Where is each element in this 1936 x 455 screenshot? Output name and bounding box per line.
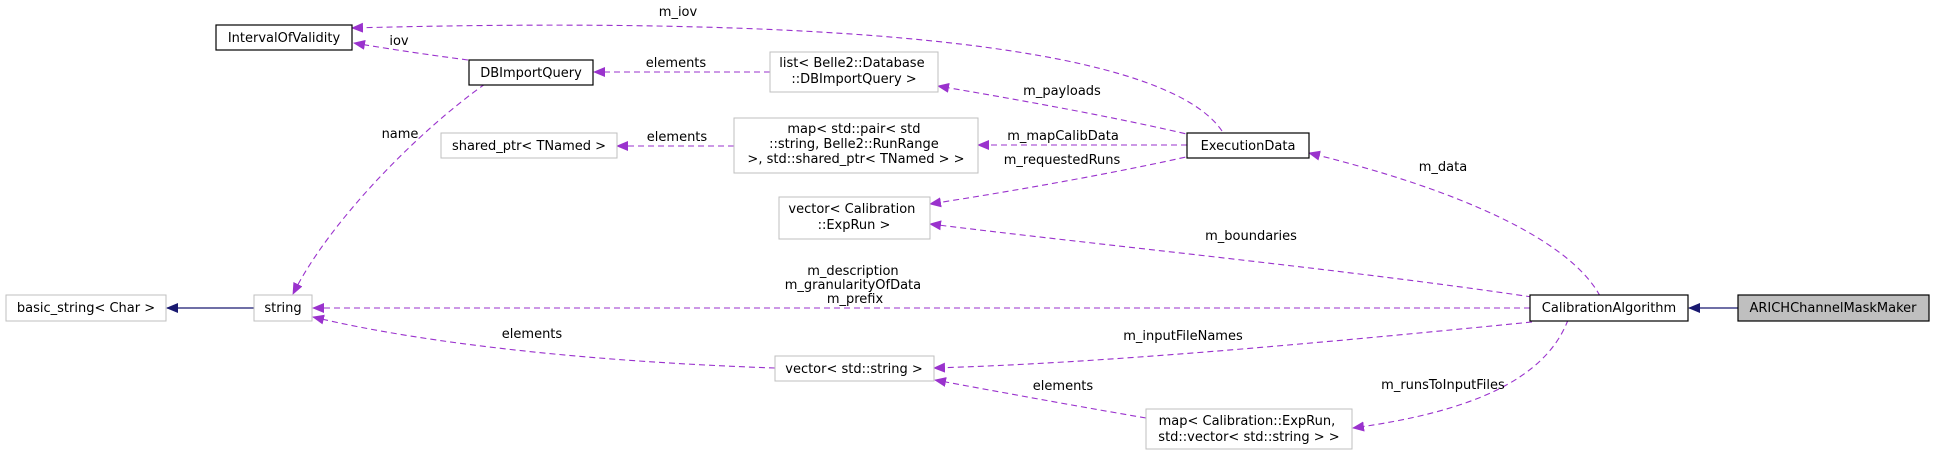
edge-label-m-input-file-names: m_inputFileNames (1123, 329, 1243, 344)
edge-label-name: name (382, 127, 419, 142)
svg-text:vector< Calibration ::: vector< Calibration ::ExpRun > (788, 202, 919, 233)
node-map-pair-string-runrange[interactable]: map< std::pair< std ::string, Belle2::Ru… (733, 117, 979, 174)
node-list-db-import-query[interactable]: list< Belle2::Database ::DBImportQuery > (769, 51, 939, 93)
edge-label-m-map-calib-data: m_mapCalibData (1007, 129, 1119, 144)
svg-text:ExecutionData: ExecutionData (1201, 139, 1296, 154)
node-string[interactable]: string (253, 294, 313, 322)
edge-label-m-runs-to-input-files: m_runsToInputFiles (1381, 378, 1505, 393)
node-db-import-query[interactable]: DBImportQuery (468, 59, 594, 86)
edge-m-requested-runs (929, 154, 1196, 208)
node-calibration-algorithm[interactable]: CalibrationAlgorithm (1529, 294, 1689, 322)
node-shared-ptr-tnamed[interactable]: shared_ptr< TNamed > (440, 132, 618, 159)
svg-text:shared_ptr< TNamed >: shared_ptr< TNamed > (452, 139, 606, 154)
node-vector-exprun[interactable]: vector< Calibration ::ExpRun > (778, 196, 931, 240)
edge-label-m-iov: m_iov (659, 5, 698, 20)
node-vector-string[interactable]: vector< std::string > (774, 355, 935, 382)
edge-label-m-requested-runs: m_requestedRuns (1004, 153, 1121, 168)
node-interval-of-validity[interactable]: IntervalOfValidity (215, 24, 353, 51)
svg-text:IntervalOfValidity: IntervalOfValidity (228, 31, 341, 46)
node-arich-channel-mask-maker[interactable]: ARICHChannelMaskMaker (1737, 294, 1930, 322)
svg-text:list< Belle2::Database: list< Belle2::Database ::DBImportQuery > (779, 56, 928, 87)
edge-label-m-boundaries: m_boundaries (1205, 229, 1297, 244)
edge-label-elements-vector: elements (502, 327, 563, 342)
edge-name (292, 83, 486, 295)
svg-text:vector< std::string >: vector< std::string > (785, 362, 922, 377)
svg-text:CalibrationAlgorithm: CalibrationAlgorithm (1542, 301, 1676, 316)
edge-m-payloads (937, 82, 1196, 137)
svg-text:DBImportQuery: DBImportQuery (480, 66, 582, 81)
edge-label-elements-shared: elements (647, 130, 708, 145)
nodes: IntervalOfValidity DBImportQuery list< B… (5, 24, 1930, 450)
node-basic-string-char[interactable]: basic_string< Char > (5, 294, 167, 322)
edge-elements-map (934, 377, 1147, 419)
svg-text:map< Calibration::ExpRun,: map< Calibration::ExpRun, std::vector< s… (1158, 414, 1339, 445)
edge-label-m-description: m_description m_granularityOfData m_pref… (785, 264, 926, 307)
edge-label-elements-list: elements (646, 56, 707, 71)
edge-elements-vector (312, 314, 776, 369)
node-map-exprun-vector-string[interactable]: map< Calibration::ExpRun, std::vector< s… (1145, 408, 1353, 450)
edge-m-iov (351, 22, 1223, 132)
svg-text:ARICHChannelMaskMaker: ARICHChannelMaskMaker (1749, 301, 1917, 316)
edge-m-data (1308, 150, 1601, 297)
edge-label-elements-map: elements (1033, 379, 1094, 394)
edge-iov (353, 39, 469, 61)
edge-label-m-payloads: m_payloads (1023, 84, 1101, 99)
svg-text:string: string (264, 301, 301, 316)
svg-text:basic_string< Char >: basic_string< Char > (17, 301, 155, 316)
edge-m-runs-to-input-files (1352, 319, 1569, 432)
edge-label-iov: iov (389, 34, 409, 49)
edges: m_iov iov elements m_payloads name eleme… (166, 5, 1738, 432)
edge-m-input-file-names (933, 321, 1533, 373)
node-execution-data[interactable]: ExecutionData (1186, 132, 1310, 159)
svg-text:map< std::pair< std ::: map< std::pair< std ::string, Belle2::Ru… (747, 122, 964, 167)
edge-m-boundaries (929, 220, 1533, 298)
edge-label-m-data: m_data (1419, 160, 1467, 175)
